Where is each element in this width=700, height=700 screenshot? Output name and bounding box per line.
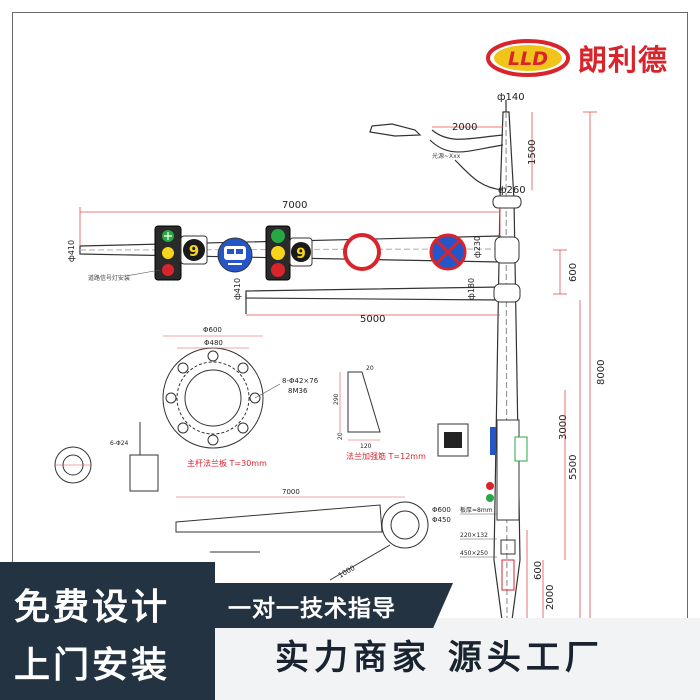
flange-bolt: 8M36 — [288, 387, 308, 395]
lower-arm — [245, 286, 501, 314]
small-flange-detail — [54, 422, 159, 492]
arm-detail-dia2: Φ450 — [432, 516, 451, 524]
dim-arm-low-dia-right: ф180 — [467, 278, 476, 300]
dim-arm-main-len: 7000 — [282, 200, 307, 211]
dim-h-3000: 3000 — [558, 415, 569, 440]
rib-top: 20 — [366, 365, 374, 372]
camera-device — [437, 423, 528, 502]
rib-side: 290 — [333, 393, 340, 405]
prohibition-sign — [343, 233, 381, 271]
free-design-label: 免费设计 — [14, 587, 171, 628]
dim-top-dia: ф140 — [497, 92, 525, 103]
dim-arm-low-dia-left: ф410 — [233, 278, 242, 300]
dim-h-600: 600 — [533, 561, 544, 580]
svg-text:220×132: 220×132 — [460, 532, 488, 539]
traffic-light-arrows — [154, 225, 182, 281]
small-detail-label: 6-Φ24 — [110, 440, 129, 447]
svg-text:9: 9 — [296, 246, 306, 262]
arm-detail — [175, 496, 429, 581]
rib-bottom: 120 — [360, 443, 372, 450]
dim-arm-top-len: 2000 — [452, 122, 477, 133]
note-lamp: 光源~Xxx — [432, 152, 461, 160]
service-panel — [0, 562, 215, 700]
flange-caption: 主杆法兰板 T=30mm — [187, 458, 267, 468]
dimension-lines — [79, 111, 597, 620]
bus-lane-sign — [217, 237, 253, 273]
rib-thick: 20 — [337, 432, 344, 440]
dim-mid-dia: ф260 — [498, 185, 526, 196]
flange-holes: 8-Φ42×76 — [282, 377, 319, 385]
countdown-display-1: 9 — [180, 235, 208, 265]
bottom-slogan: 实力商家 源头工厂 — [275, 638, 604, 678]
brand-mark-icon: LLD — [486, 39, 570, 77]
arm-detail-dia1: Φ600 — [432, 506, 451, 514]
main-pole — [493, 100, 521, 621]
dim-total-height: 8000 — [596, 360, 607, 385]
rib-detail — [339, 371, 381, 441]
dim-h-2000: 2000 — [545, 585, 556, 610]
flange-inner-dia: Φ480 — [204, 339, 223, 347]
rib-caption: 法兰加强筋 T=12mm — [346, 451, 426, 461]
svg-text:LLD: LLD — [508, 48, 548, 70]
traffic-light-round — [265, 225, 291, 281]
dim-arm-low-len: 5000 — [360, 314, 385, 325]
pole-brackets — [492, 195, 522, 521]
brand-logo: LLD 朗利德 — [484, 28, 668, 88]
brand-name: 朗利德 — [578, 43, 669, 77]
svg-text:板厚=8mm: 板厚=8mm — [460, 506, 493, 514]
small-len: 1000 — [337, 564, 356, 580]
dim-arm-top-height: 1500 — [527, 140, 538, 165]
dim-arm-main-dia-left: ф410 — [67, 240, 76, 262]
note-signal: 道路信号灯安装 — [88, 274, 130, 282]
flange-plate — [162, 335, 281, 449]
svg-text:9: 9 — [189, 242, 199, 260]
pole-base-details — [500, 539, 516, 591]
svg-text:450×250: 450×250 — [460, 550, 488, 557]
arm-detail-len: 7000 — [282, 488, 300, 496]
tech-guidance-label: 一对一技术指导 — [228, 596, 396, 622]
no-parking-sign — [429, 233, 467, 271]
dim-arm-main-dia-right: ф230 — [473, 236, 482, 258]
onsite-install-label: 上门安装 — [14, 645, 171, 686]
countdown-display-2: 9 — [289, 237, 313, 267]
tech-guidance-ribbon — [205, 583, 453, 628]
dim-arm-main-gap: 600 — [568, 263, 579, 282]
flange-outer-dia: Φ600 — [203, 326, 222, 334]
dim-h-5500: 5500 — [568, 455, 579, 480]
bottom-band — [205, 618, 700, 700]
top-lamp-arm — [369, 123, 504, 191]
pole-notes: 板厚=8mm 220×132 450×250 — [460, 506, 493, 557]
